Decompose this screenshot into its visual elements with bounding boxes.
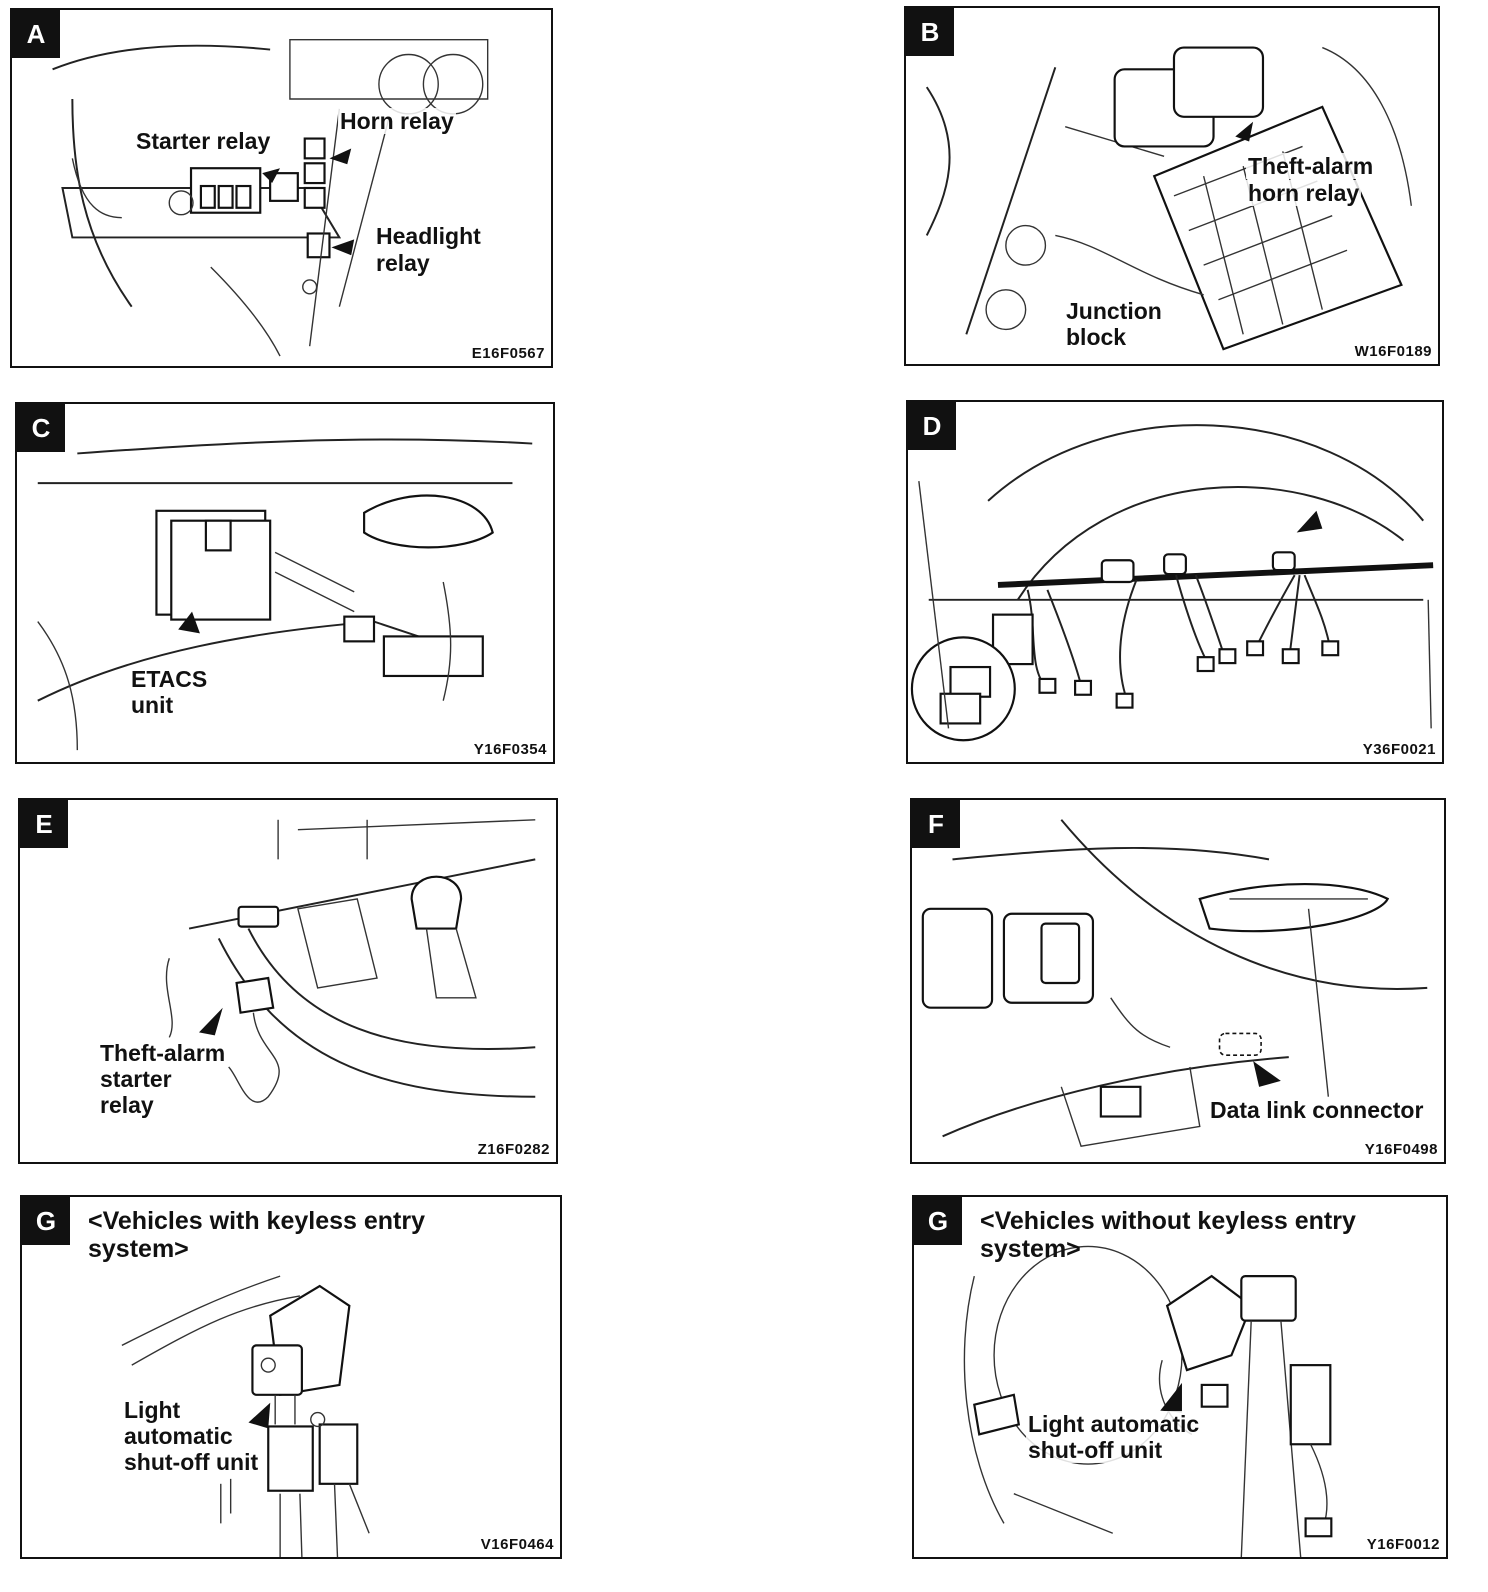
light-auto-shutoff-unit-label-b-line2: shut-off unit	[1026, 1437, 1165, 1463]
panel-e-illustration	[165, 819, 536, 1103]
panel-b: B Theft-alarm horn relay Junction block …	[904, 6, 1440, 366]
theft-alarm-horn-relay-label-line1: Theft-alarm	[1246, 153, 1376, 179]
junction-block-label-line2: block	[1064, 324, 1129, 350]
theft-alarm-starter-relay-label-line3: relay	[98, 1092, 156, 1118]
headlight-relay-label-line2: relay	[374, 250, 432, 276]
panel-c-illustration	[37, 438, 533, 751]
panel-g-with-keyless: G <Vehicles with keyless entry system> L…	[20, 1195, 562, 1559]
panel-c-badge: C	[17, 404, 65, 452]
panel-a-illustration	[52, 38, 489, 357]
panel-g-without-keyless-illustration	[963, 1245, 1333, 1557]
panel-c-figure-code: Y16F0354	[473, 741, 547, 758]
panel-g-without-keyless-note: <Vehicles without keyless entry system>	[980, 1207, 1356, 1263]
panel-f: F Data link connector Y16F0498	[910, 798, 1446, 1164]
panel-a: A Starter relay Horn relay Headlight rel…	[10, 8, 553, 368]
panel-d-illustration	[910, 424, 1434, 742]
theft-alarm-starter-relay-label-line2: starter	[98, 1066, 174, 1092]
panel-e-badge: E	[20, 800, 68, 848]
panel-e: E Theft-alarm starter relay Z16F0282	[18, 798, 558, 1164]
light-auto-shutoff-unit-label-b-line1: Light automatic	[1026, 1411, 1202, 1437]
theft-alarm-starter-relay-label-line1: Theft-alarm	[98, 1040, 228, 1066]
light-auto-shutoff-unit-label-line1: Light	[122, 1397, 183, 1423]
horn-relay-label: Horn relay	[338, 108, 456, 134]
theft-alarm-horn-relay-label-line2: horn relay	[1246, 180, 1362, 206]
panel-e-figure-code: Z16F0282	[477, 1141, 550, 1158]
panel-g-without-keyless: G <Vehicles without keyless entry system…	[912, 1195, 1448, 1559]
panel-f-figure-code: Y16F0498	[1364, 1141, 1438, 1158]
panel-f-badge: F	[912, 800, 960, 848]
light-auto-shutoff-unit-label-line2: automatic	[122, 1423, 235, 1449]
panel-b-badge: B	[906, 8, 954, 56]
panel-c: C ETACS unit Y16F0354	[15, 402, 555, 764]
panel-d: D Y36F0021	[906, 400, 1444, 764]
starter-relay-label: Starter relay	[134, 128, 273, 154]
panel-a-badge: A	[12, 10, 60, 58]
panel-f-illustration	[921, 819, 1428, 1147]
panel-g-with-keyless-figure-code: V16F0464	[480, 1536, 554, 1553]
panel-g-without-keyless-badge: G	[914, 1197, 962, 1245]
headlight-relay-label-line1: Headlight	[374, 223, 483, 249]
panel-g-without-keyless-figure-code: Y16F0012	[1366, 1536, 1440, 1553]
panel-g-with-keyless-illustration	[121, 1275, 370, 1557]
panel-a-figure-code: E16F0567	[471, 345, 545, 362]
panel-d-figure-code: Y36F0021	[1362, 741, 1436, 758]
light-auto-shutoff-unit-label-line3: shut-off unit	[122, 1449, 261, 1475]
panel-g-with-keyless-badge: G	[22, 1197, 70, 1245]
data-link-connector-label: Data link connector	[1208, 1097, 1426, 1123]
panel-b-figure-code: W16F0189	[1354, 343, 1432, 360]
panel-g-with-keyless-note: <Vehicles with keyless entry system>	[88, 1207, 425, 1263]
etacs-unit-label-line2: unit	[129, 692, 176, 718]
panel-d-badge: D	[908, 402, 956, 450]
junction-block-label-line1: Junction	[1064, 298, 1164, 324]
etacs-unit-label-line1: ETACS	[129, 666, 210, 692]
